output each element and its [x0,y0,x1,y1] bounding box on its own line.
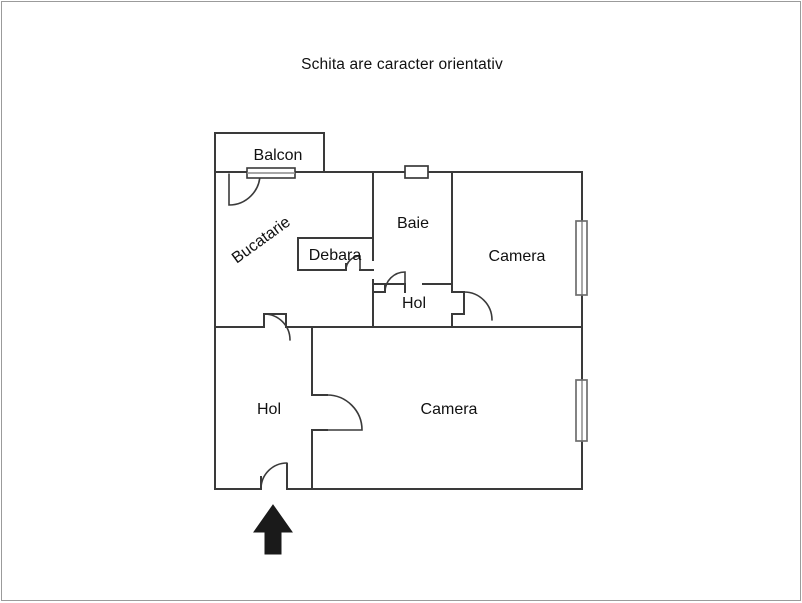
door-swing-baie-hol [384,271,406,293]
walls-group [214,132,583,490]
door-swing-entrance [260,462,288,490]
door-swing-balcon-bucatarie [228,173,261,206]
entrance-arrow [253,504,293,555]
balcony-sliding-door [246,167,296,179]
room-label-baie: Baie [397,215,429,232]
room-label-camera-upper: Camera [489,248,546,265]
page-title: Schita are caracter orientativ [301,56,503,73]
room-label-hol-upper: Hol [402,295,426,312]
balcony-outline [214,132,325,173]
door-swing-hol-camera-lower [326,394,363,431]
door-swing-debara [345,255,361,271]
room-label-debara: Debara [309,247,362,264]
window-top-baie [404,165,429,179]
room-label-hol-lower: Hol [257,401,281,418]
room-label-camera-lower: Camera [421,401,478,418]
windows-group [404,165,588,442]
room-label-balcon: Balcon [254,147,303,164]
room-label-bucatarie: Bucatarie [229,214,294,268]
door-swings-group [228,173,493,490]
door-swing-bucatarie-hol [263,313,291,341]
door-swing-hol-camera-upper [463,291,493,321]
